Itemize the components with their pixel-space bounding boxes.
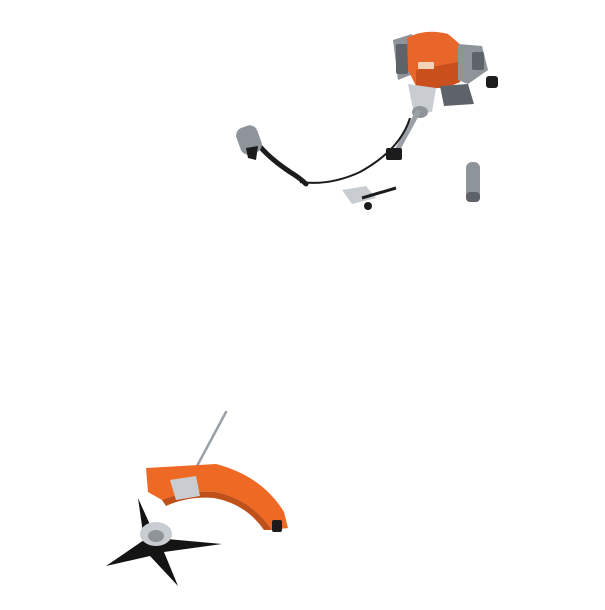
blade-guard-shade bbox=[162, 491, 272, 530]
guard-bracket bbox=[170, 476, 200, 500]
air-filter bbox=[472, 52, 484, 70]
blade-nut bbox=[148, 530, 164, 542]
fuel-tank bbox=[440, 84, 474, 106]
engine-mount-knob bbox=[486, 76, 498, 88]
engine-label bbox=[418, 62, 434, 69]
small-clip bbox=[272, 520, 282, 532]
cutting-head bbox=[106, 464, 288, 586]
bracket-plate bbox=[342, 186, 376, 204]
left-grip bbox=[466, 162, 480, 202]
left-grip-cap bbox=[466, 192, 480, 202]
engine-unit bbox=[393, 31, 498, 118]
throttle-cable bbox=[299, 117, 411, 184]
bracket-arm bbox=[361, 186, 397, 200]
throttle-trigger bbox=[246, 146, 258, 160]
clutch-housing bbox=[408, 84, 436, 114]
handlebar bbox=[236, 125, 480, 202]
bracket-knob bbox=[364, 202, 372, 210]
shaft-clamp bbox=[386, 148, 402, 160]
engine-fins bbox=[396, 44, 408, 74]
handle-bracket bbox=[342, 186, 397, 210]
